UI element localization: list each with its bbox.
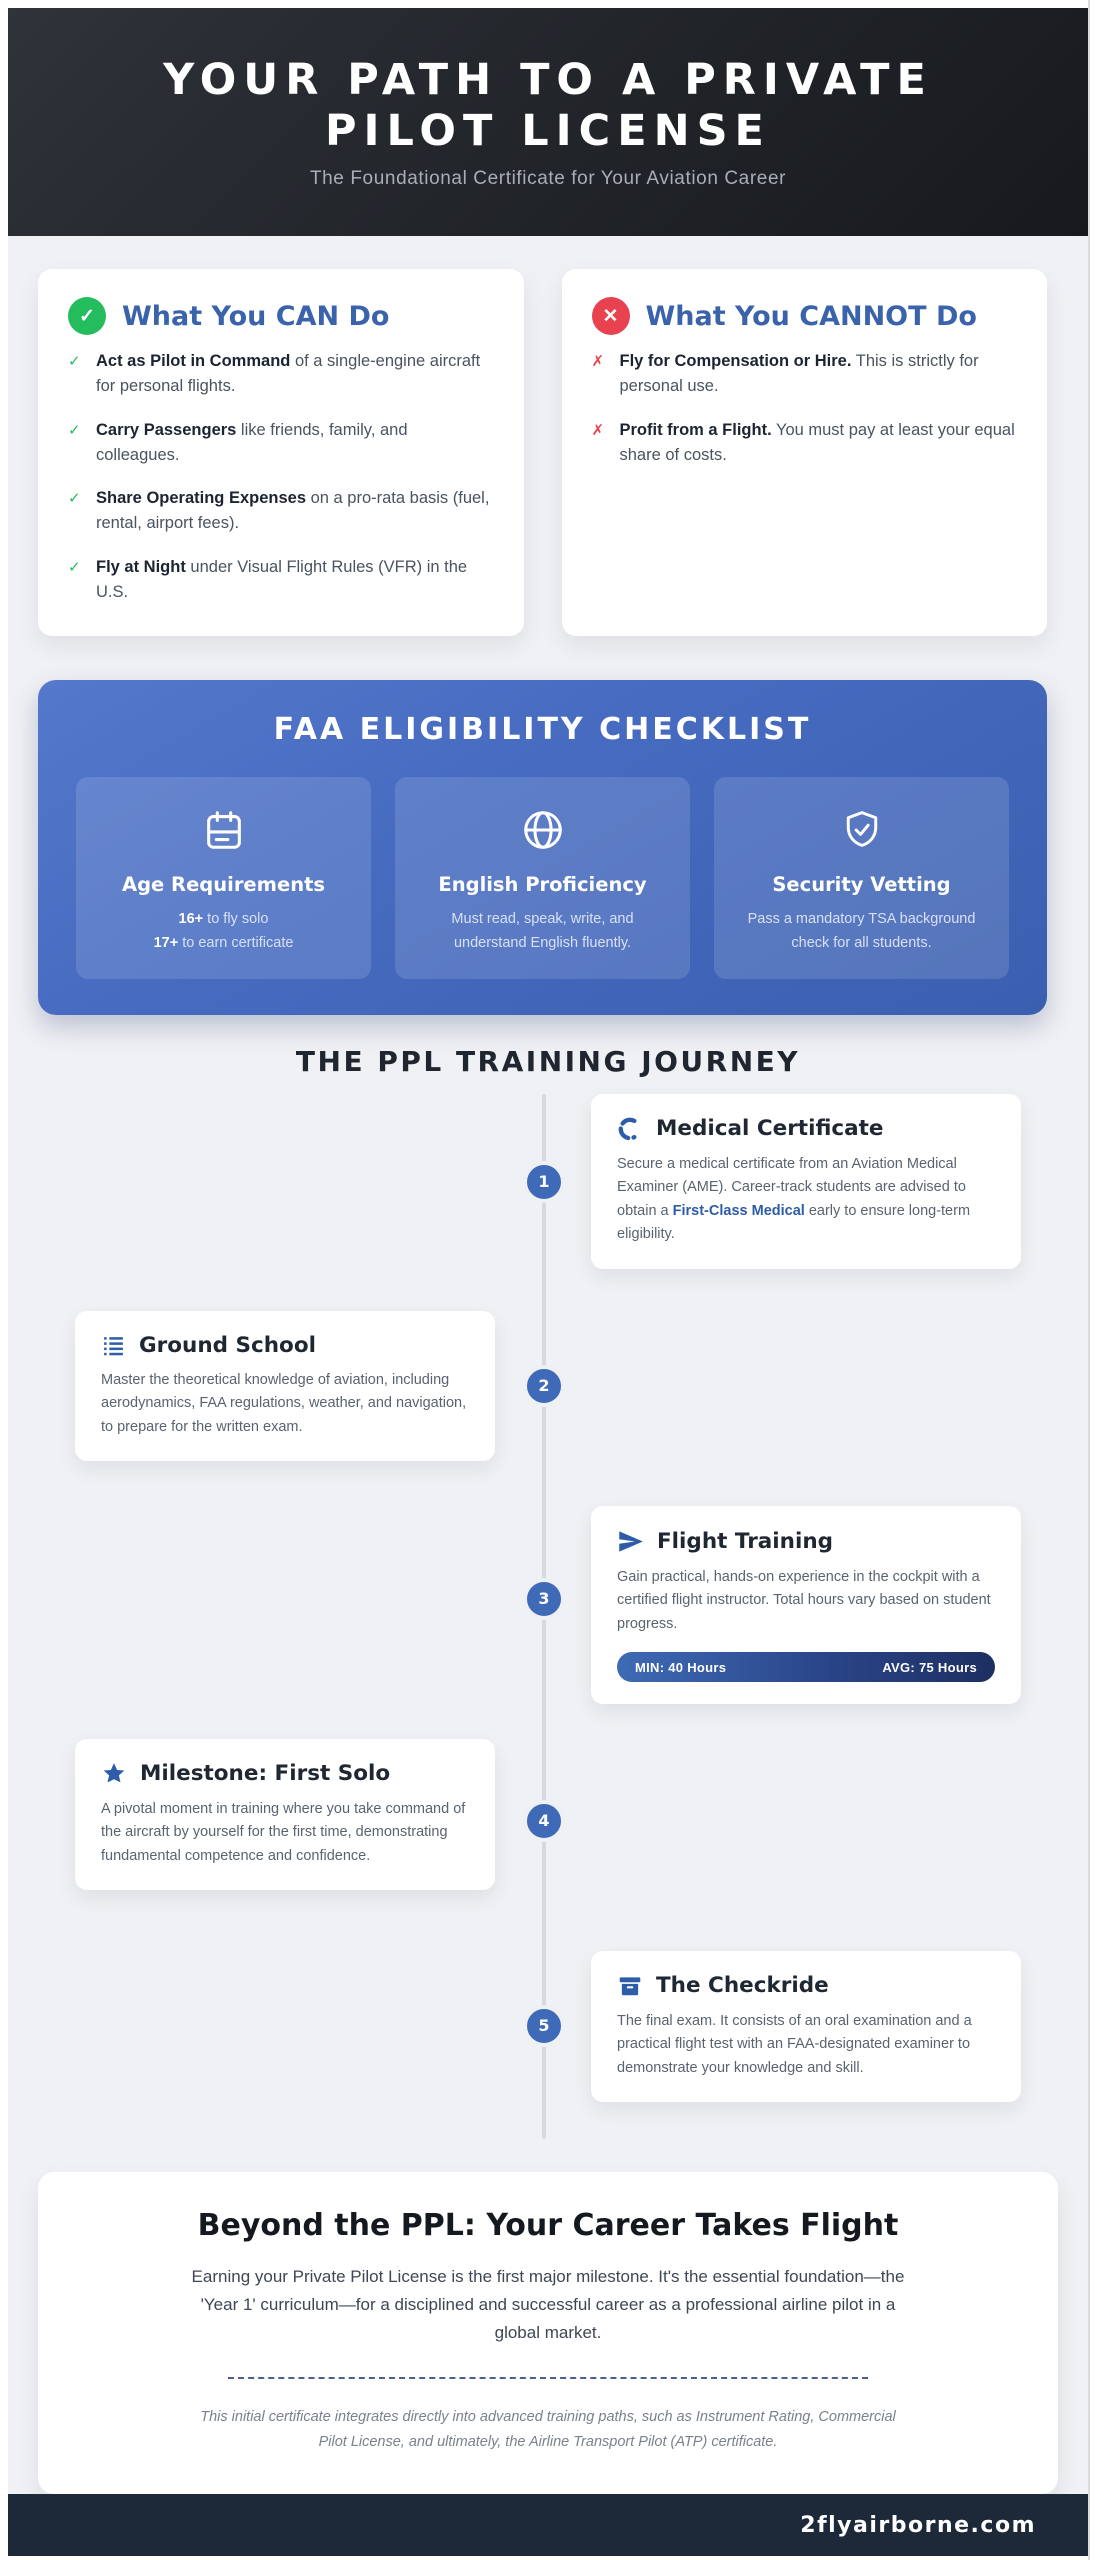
step-card-ground-school: Ground School Master the theoretical kno… [75, 1310, 495, 1462]
archive-box-icon [617, 1973, 643, 1999]
website-url: 2flyairborne.com [800, 2512, 1036, 2538]
eligibility-card-body: Pass a mandatory TSA background check fo… [747, 911, 976, 951]
beyond-paragraph: Earning your Private Pilot License is th… [191, 2266, 905, 2342]
journey-title: THE PPL TRAINING JOURNEY [295, 1044, 801, 1078]
list-item: ✓ Share Operating Expenses on a pro-rata… [68, 486, 494, 536]
page-title-line2: PILOT LICENSE [325, 106, 771, 157]
page-title-line1: YOUR PATH TO A PRIVATE [163, 54, 933, 105]
step-badge-3: 3 [523, 1577, 565, 1620]
paper-plane-icon [617, 1528, 644, 1555]
list-item: ✓ Fly at Night under Visual Flight Rules… [68, 555, 494, 605]
step-title: Milestone: First Solo [140, 1761, 391, 1787]
list-item: ✓ Act as Pilot in Command of a single-en… [68, 349, 494, 399]
hours-bar: MIN: 40 Hours AVG: 75 Hours [617, 1652, 995, 1683]
step-badge-1: 1 [523, 1160, 565, 1203]
list-item: ✗ Profit from a Flight. You must pay at … [592, 418, 1018, 468]
globe-icon [415, 803, 670, 857]
cannot-card-title: What You CANNOT Do [645, 300, 977, 332]
step-card-checkride: The Checkride The final exam. It consist… [591, 1950, 1021, 2103]
can-list: ✓ Act as Pilot in Command of a single-en… [68, 349, 494, 604]
step-badge-2: 2 [523, 1364, 565, 1407]
cannot-card: ✕ What You CANNOT Do ✗ Fly for Compensat… [561, 269, 1047, 637]
eligibility-card-title: English Proficiency [438, 873, 647, 897]
step-body: Secure a medical certificate from an Avi… [617, 1155, 971, 1243]
eligibility-card-security: Security Vetting Pass a mandatory TSA ba… [714, 777, 1009, 979]
step-badge-5: 5 [523, 2004, 565, 2047]
dashed-divider [228, 2376, 868, 2379]
step-body: Gain practical, hands-on experience in t… [617, 1568, 991, 1632]
step-title: Ground School [139, 1332, 316, 1358]
step-card-medical: Medical Certificate Secure a medical cer… [591, 1093, 1021, 1269]
stethoscope-icon [617, 1116, 643, 1142]
beyond-card: Beyond the PPL: Your Career Takes Flight… [38, 2171, 1058, 2495]
check-icon: ✓ [68, 558, 81, 576]
eligibility-card-age: Age Requirements 16+ to fly solo 17+ to … [76, 777, 371, 979]
step-badge-4: 4 [523, 1799, 565, 1842]
step-title: The Checkride [656, 1973, 829, 1999]
min-hours-label: MIN: 40 Hours [635, 1659, 727, 1675]
first-class-medical-emphasis: First-Class Medical [672, 1202, 805, 1219]
step-title: Medical Certificate [656, 1116, 884, 1142]
calendar-icon [96, 803, 351, 857]
eligibility-panel: FAA ELIGIBILITY CHECKLIST Age Requiremen… [38, 680, 1047, 1015]
avg-hours-label: AVG: 75 Hours [882, 1659, 977, 1675]
eligibility-card-english: English Proficiency Must read, speak, wr… [395, 777, 690, 979]
step-body: Master the theoretical knowledge of avia… [101, 1371, 467, 1435]
eligibility-card-title: Security Vetting [772, 873, 951, 897]
beyond-footnote: This initial certificate integrates dire… [200, 2408, 896, 2450]
cross-circle-icon: ✕ [591, 297, 630, 336]
shield-check-icon [734, 803, 989, 857]
check-icon: ✓ [68, 490, 81, 508]
step-body: The final exam. It consists of an oral e… [617, 2012, 972, 2076]
list-item: ✗ Fly for Compensation or Hire. This is … [592, 349, 1018, 399]
viewport-edge-line [1088, 0, 1090, 2560]
journey-timeline: 1 2 3 4 5 Medical Certificate Secure a m… [8, 1093, 1088, 2172]
beyond-title: Beyond the PPL: Your Career Takes Flight [197, 2207, 899, 2243]
hero-header: YOUR PATH TO A PRIVATE PILOT LICENSE The… [8, 8, 1088, 237]
check-circle-icon: ✓ [68, 297, 106, 336]
step-title: Flight Training [657, 1528, 834, 1554]
cross-icon: ✗ [591, 421, 605, 439]
eligibility-card-body: Must read, speak, write, and understand … [451, 911, 634, 951]
cannot-list: ✗ Fly for Compensation or Hire. This is … [592, 349, 1018, 467]
eligibility-card-title: Age Requirements [121, 873, 326, 897]
star-icon [101, 1761, 127, 1787]
eligibility-title: FAA ELIGIBILITY CHECKLIST [273, 712, 812, 748]
page-title: YOUR PATH TO A PRIVATE PILOT LICENSE [163, 55, 933, 158]
eligibility-grid: Age Requirements 16+ to fly solo 17+ to … [76, 777, 1009, 979]
footer-bar: 2flyairborne.com [8, 2494, 1088, 2556]
can-cannot-section: ✓ What You CAN Do ✓ Act as Pilot in Comm… [38, 269, 1047, 637]
can-card-header: ✓ What You CAN Do [68, 297, 494, 336]
can-card: ✓ What You CAN Do ✓ Act as Pilot in Comm… [38, 269, 524, 637]
eligibility-card-body: 16+ to fly solo 17+ to earn certificate [153, 911, 294, 951]
cannot-card-header: ✕ What You CANNOT Do [591, 297, 1018, 336]
content-viewport: YOUR PATH TO A PRIVATE PILOT LICENSE The… [8, 8, 1088, 2556]
can-card-title: What You CAN Do [122, 300, 390, 332]
check-icon: ✓ [68, 353, 81, 371]
cross-icon: ✗ [591, 353, 605, 371]
list-icon [101, 1333, 126, 1358]
step-card-first-solo: Milestone: First Solo A pivotal moment i… [75, 1738, 495, 1891]
step-card-flight-training: Flight Training Gain practical, hands-on… [591, 1505, 1021, 1705]
step-body: A pivotal moment in training where you t… [101, 1800, 466, 1864]
page-subtitle: The Foundational Certificate for Your Av… [309, 167, 787, 189]
check-icon: ✓ [68, 421, 81, 439]
list-item: ✓ Carry Passengers like friends, family,… [68, 418, 494, 468]
